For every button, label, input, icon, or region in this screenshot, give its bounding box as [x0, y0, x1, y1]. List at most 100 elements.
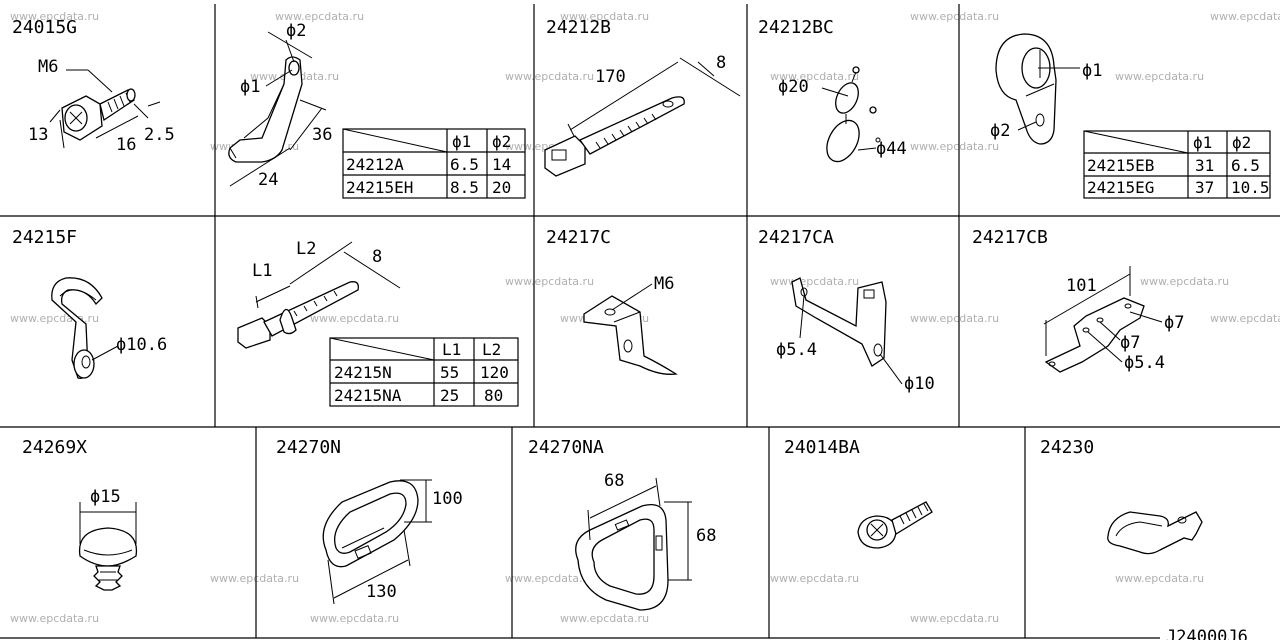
part-number: 24014BA	[784, 437, 860, 458]
dim-length: 101	[1066, 276, 1097, 296]
table-cell: 6.5	[1231, 156, 1260, 175]
watermark: www.epcdata.ru	[560, 10, 649, 23]
table-cell: 24212A	[346, 155, 404, 174]
part-number: 24270N	[276, 437, 341, 458]
triangular-grommet-drawing	[575, 503, 669, 611]
part-number: 24212BC	[758, 17, 834, 38]
dim-diameter: ϕ15	[90, 487, 121, 507]
push-clip-drawing	[78, 527, 138, 591]
watermark: www.epcdata.ru	[910, 612, 999, 625]
watermark: www.epcdata.ru	[210, 572, 299, 585]
watermark: www.epcdata.ru	[770, 275, 859, 288]
size-table: ϕ1 ϕ2 24215EB 31 6.5 24215EG 37 10.5	[1083, 130, 1271, 199]
watermark: www.epcdata.ru	[10, 612, 99, 625]
dim-width: 24	[258, 170, 278, 190]
watermark: www.epcdata.ru	[560, 612, 649, 625]
cell-24269X[interactable]: 24269X ϕ15	[22, 437, 138, 591]
flange-bolt-drawing	[857, 501, 933, 549]
dim-thread-pitch: 2.5	[144, 125, 175, 145]
cell-24217C[interactable]: 24217C M6	[546, 227, 678, 375]
bolt-drawing	[61, 88, 136, 141]
watermark: www.epcdata.ru	[1210, 10, 1280, 23]
cell-24212B[interactable]: 24212B 170 8	[544, 17, 741, 177]
dim-width: 8	[372, 247, 382, 267]
dim-hole-diameter: ϕ10.6	[116, 335, 167, 355]
cell-24270N[interactable]: 24270N 100 130	[276, 437, 463, 605]
dim-height: 68	[696, 526, 716, 546]
size-table: ϕ1 ϕ2 24212A 6.5 14 24215EH 8.5 20	[342, 128, 526, 199]
dim-L1: L1	[252, 261, 272, 281]
oval-grommet-drawing	[322, 480, 419, 568]
part-number: 24217CB	[972, 227, 1048, 248]
dim-width: 130	[366, 582, 397, 602]
clamp-drawing	[995, 33, 1057, 145]
cell-24215F[interactable]: 24215F ϕ10.6	[12, 227, 167, 379]
thread-label: M6	[38, 57, 58, 77]
cell-24217CB[interactable]: 24217CB 101 ϕ7 ϕ7 ϕ5.4	[972, 227, 1184, 373]
watermark: www.epcdata.ru	[910, 10, 999, 23]
watermark: www.epcdata.ru	[1210, 312, 1280, 325]
dim-small-hole: ϕ5.4	[776, 340, 817, 360]
table-cell: 6.5	[450, 155, 479, 174]
dim-height: 100	[432, 489, 463, 509]
cell-24014BA[interactable]: 24014BA	[784, 437, 933, 549]
cell-24212BC[interactable]: 24212BC ϕ20 ϕ44	[758, 17, 907, 167]
part-number: 24270NA	[528, 437, 604, 458]
cell-24015G[interactable]: 24015G M6 13 16 2.5	[12, 17, 175, 155]
table-cell: 8.5	[450, 178, 479, 197]
drawing-code: J24000J6	[1166, 627, 1248, 640]
dim-phi2: ϕ2	[286, 21, 306, 41]
cell-24215N[interactable]: L1 L2 8 L1 L2 24215N 55 120 24215NA 25 8…	[237, 239, 519, 407]
watermark: www.epcdata.ru	[1140, 275, 1229, 288]
cell-24215EB[interactable]: ϕ1 ϕ2 ϕ1 ϕ2 24215EB 31 6.5 24215EG 37 10…	[990, 33, 1271, 199]
table-cell: 24215EH	[346, 178, 413, 197]
table-header: ϕ1	[452, 132, 471, 151]
table-cell: 24215EB	[1087, 156, 1154, 175]
dim-hole-b: ϕ7	[1120, 333, 1140, 353]
watermark: www.epcdata.ru	[770, 572, 859, 585]
watermark: www.epcdata.ru	[505, 70, 594, 83]
part-number: 24015G	[12, 17, 77, 38]
table-cell: 20	[492, 178, 511, 197]
dim-phi1: ϕ1	[1082, 61, 1102, 81]
dim-height: 36	[312, 125, 332, 145]
cell-24270NA[interactable]: 24270NA 68 68	[528, 437, 716, 611]
dim-head-width: 13	[28, 125, 48, 145]
watermark: www.epcdata.ru	[10, 10, 99, 23]
table-cell: 80	[484, 386, 503, 405]
table-cell: 24215N	[334, 363, 392, 382]
tie-clip-drawing	[237, 281, 359, 349]
dim-phi1: ϕ1	[240, 77, 260, 97]
dim-large-diameter: ϕ44	[876, 139, 907, 159]
watermark: www.epcdata.ru	[310, 612, 399, 625]
cell-24217CA[interactable]: 24217CA ϕ5.4 ϕ10	[758, 227, 935, 394]
part-number: 24269X	[22, 437, 87, 458]
cell-24230[interactable]: 24230	[1040, 437, 1203, 555]
clip-drawing	[228, 56, 303, 163]
dim-width: 68	[604, 471, 624, 491]
dim-hole-c: ϕ5.4	[1124, 353, 1165, 373]
watermark: www.epcdata.ru	[910, 312, 999, 325]
dim-width: 8	[716, 53, 726, 73]
cell-24212A[interactable]: ϕ2 ϕ1 36 24 ϕ1 ϕ2 24212A 6.5 14 24215EH …	[228, 21, 526, 199]
table-cell: 31	[1195, 156, 1214, 175]
table-cell: 55	[440, 363, 459, 382]
table-cell: 14	[492, 155, 511, 174]
table-header: L1	[442, 340, 461, 359]
part-number: 24217CA	[758, 227, 834, 248]
watermark: www.epcdata.ru	[310, 312, 399, 325]
cable-tie-drawing	[544, 96, 685, 177]
part-number: 24230	[1040, 437, 1094, 458]
table-cell: 10.5	[1231, 178, 1270, 197]
table-cell: 120	[480, 363, 509, 382]
table-header: ϕ2	[492, 132, 511, 151]
table-header: ϕ2	[1232, 133, 1251, 152]
spring-clip-drawing	[51, 277, 103, 379]
dim-length: 16	[116, 135, 136, 155]
dim-length: 170	[595, 67, 626, 87]
watermark: www.epcdata.ru	[1115, 70, 1204, 83]
table-cell: 25	[440, 386, 459, 405]
part-number: 24215F	[12, 227, 77, 248]
long-bracket-drawing	[791, 277, 887, 367]
